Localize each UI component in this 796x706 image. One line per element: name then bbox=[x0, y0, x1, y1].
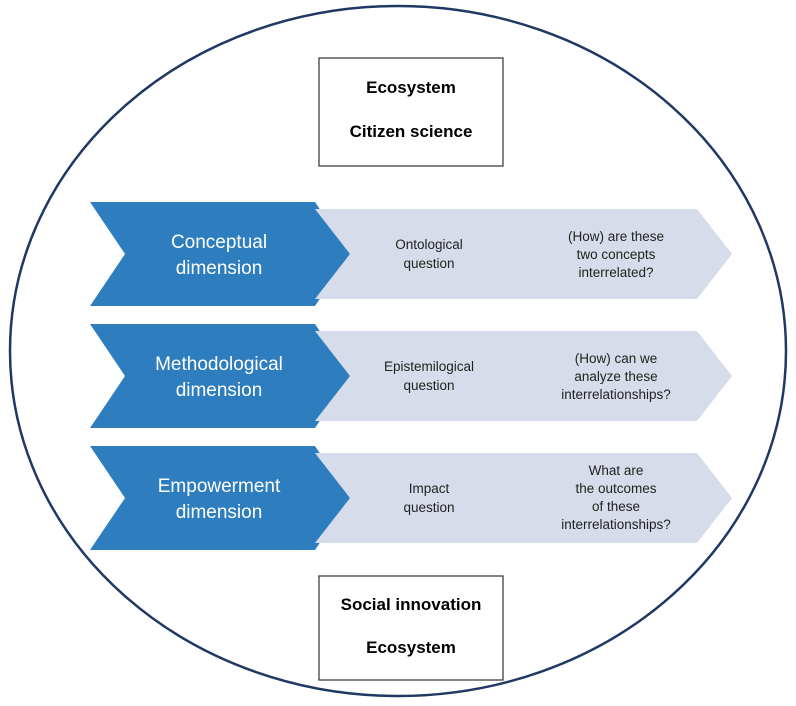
dimension-label-line-1: Methodological bbox=[155, 354, 283, 375]
detail-label-line-3: interrelationships? bbox=[561, 387, 671, 402]
detail-label-line-1: What are bbox=[589, 463, 644, 478]
outer-circle bbox=[8, 4, 788, 698]
detail-label-line-1: (How) can we bbox=[575, 351, 658, 366]
question-label-line-2: question bbox=[403, 500, 454, 515]
bottom-box: Social innovation Ecosystem bbox=[318, 575, 504, 681]
top-box-frame bbox=[318, 57, 504, 167]
dimension-label-line-2: dimension bbox=[176, 258, 263, 279]
question-label-line-1: Impact bbox=[409, 481, 450, 496]
bottom-box-line-1: Social innovation bbox=[341, 595, 482, 614]
dimension-chevron bbox=[90, 202, 350, 306]
question-chevron bbox=[315, 209, 543, 299]
detail-label-line-2: the outcomes bbox=[575, 481, 656, 496]
dimension-label-line-1: Empowerment bbox=[158, 476, 281, 497]
bottom-box-frame bbox=[318, 575, 504, 681]
top-box-line-1: Ecosystem bbox=[366, 78, 456, 97]
detail-chevron bbox=[503, 453, 732, 543]
detail-chevron bbox=[503, 331, 732, 421]
question-chevron bbox=[315, 331, 543, 421]
top-box-line-2: Citizen science bbox=[350, 122, 473, 141]
dimension-label-line-2: dimension bbox=[176, 380, 263, 401]
question-label-line-1: Ontological bbox=[395, 237, 463, 252]
dimension-label-line-1: Conceptual bbox=[171, 232, 267, 253]
question-label-line-2: question bbox=[403, 378, 454, 393]
detail-label-line-2: analyze these bbox=[574, 369, 657, 384]
detail-label-line-1: (How) are these bbox=[568, 229, 664, 244]
question-label-line-2: question bbox=[403, 256, 454, 271]
bottom-box-line-2: Ecosystem bbox=[366, 638, 456, 657]
dimension-chevron bbox=[90, 446, 350, 550]
top-box: Ecosystem Citizen science bbox=[318, 57, 504, 167]
row-methodological: Methodological dimension Epistemilogical… bbox=[90, 324, 732, 428]
detail-label-line-2: two concepts bbox=[577, 247, 656, 262]
detail-label-line-4: interrelationships? bbox=[561, 517, 671, 532]
row-empowerment: Empowerment dimension Impact question Wh… bbox=[90, 446, 732, 550]
dimension-label-line-2: dimension bbox=[176, 502, 263, 523]
detail-label-line-3: of these bbox=[592, 499, 640, 514]
detail-label-line-3: interrelated? bbox=[578, 265, 653, 280]
detail-chevron bbox=[503, 209, 732, 299]
row-conceptual: Conceptual dimension Ontological questio… bbox=[90, 202, 732, 306]
question-chevron bbox=[315, 453, 543, 543]
question-label-line-1: Epistemilogical bbox=[384, 359, 474, 374]
dimension-chevron bbox=[90, 324, 350, 428]
